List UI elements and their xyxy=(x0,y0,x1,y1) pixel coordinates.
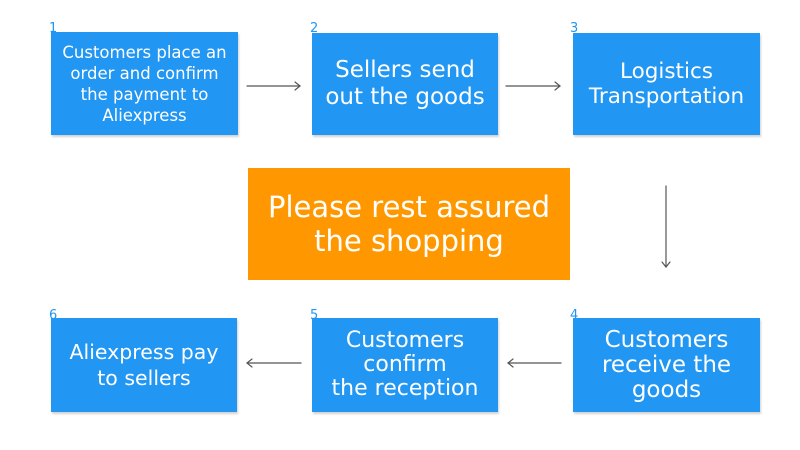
step-4-box: Customers receive the goods xyxy=(573,318,760,412)
step-1-number: 1 xyxy=(49,21,58,36)
arrow-right-icon xyxy=(246,81,301,91)
step-6-number: 6 xyxy=(49,308,58,323)
step-4-label: Customers receive the goods xyxy=(601,326,732,403)
step-6-label: Aliexpress pay to sellers xyxy=(69,340,219,390)
step-5-number: 5 xyxy=(310,308,319,323)
step-3-label: Logistics Transportation xyxy=(588,59,745,109)
arrow-left-icon xyxy=(246,358,302,368)
step-5-label: Customers confirm the reception xyxy=(331,328,479,401)
assurance-banner: Please rest assured the shopping xyxy=(248,168,570,280)
arrow-right-icon xyxy=(505,81,561,91)
step-4-number: 4 xyxy=(570,308,579,323)
step-6-box: Aliexpress pay to sellers xyxy=(51,318,237,412)
step-1-box: Customers place an order and confirm the… xyxy=(51,32,238,135)
assurance-banner-text: Please rest assured the shopping xyxy=(267,190,551,258)
step-5-box: Customers confirm the reception xyxy=(312,318,498,412)
step-2-number: 2 xyxy=(310,21,319,36)
step-2-box: Sellers send out the goods xyxy=(312,33,498,135)
step-2-label: Sellers send out the goods xyxy=(325,57,485,110)
step-3-box: Logistics Transportation xyxy=(573,33,760,135)
arrow-left-icon xyxy=(507,358,562,368)
step-1-label: Customers place an order and confirm the… xyxy=(62,42,227,125)
arrow-down-icon xyxy=(661,185,671,268)
step-3-number: 3 xyxy=(570,21,579,36)
